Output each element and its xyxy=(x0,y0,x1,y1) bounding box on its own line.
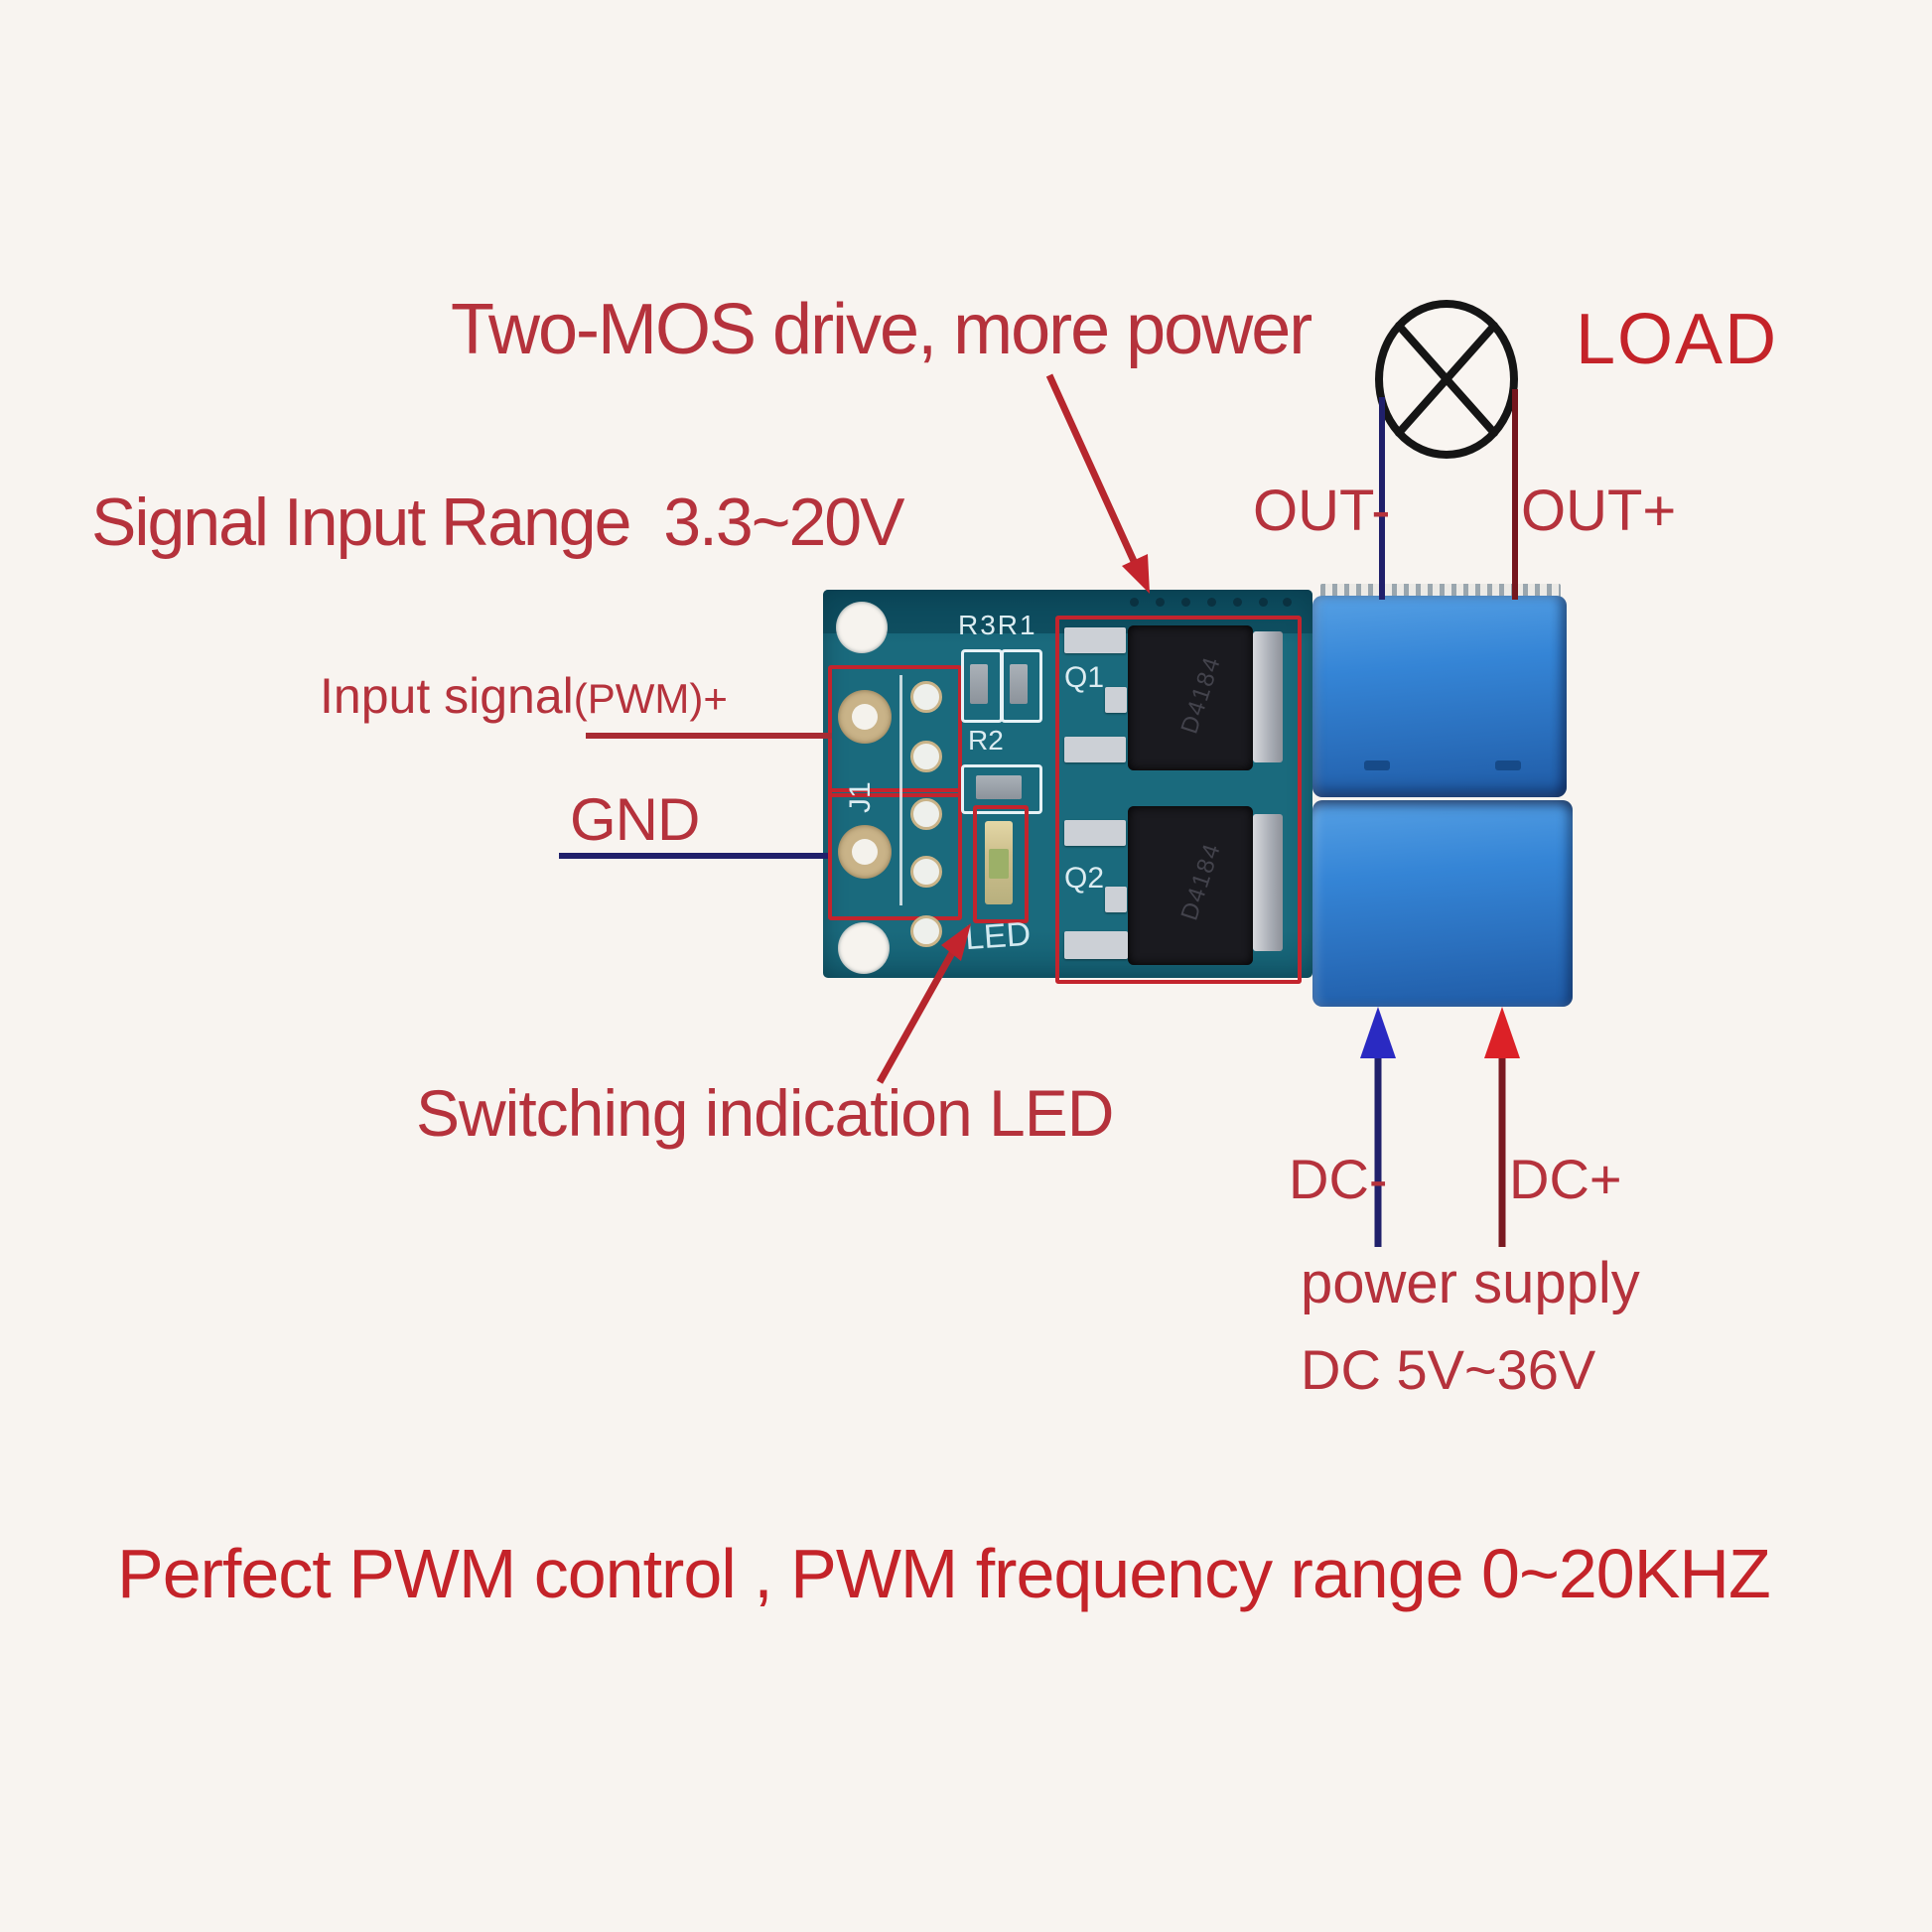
via-dot xyxy=(1181,598,1190,607)
power-supply-label: power supply xyxy=(1301,1251,1640,1315)
gnd-label: GND xyxy=(570,786,700,853)
led-annotation-box xyxy=(973,805,1029,923)
output-terminal-block xyxy=(1312,596,1567,797)
load-label: LOAD xyxy=(1576,300,1779,379)
bottom-note-label: Perfect PWM control , PWM frequency rang… xyxy=(117,1535,1771,1612)
resistor-r2 xyxy=(961,764,1042,814)
mosfet-q2-lead xyxy=(1064,820,1126,846)
out-plus-label: OUT+ xyxy=(1521,479,1677,543)
via-dot xyxy=(1156,598,1165,607)
mosfet-q2: D4184 xyxy=(1128,806,1253,965)
out-minus-label: OUT- xyxy=(1253,479,1391,543)
signal-range-label: Signal Input Range 3.3~20V xyxy=(91,484,904,560)
dc-minus-arrow xyxy=(1360,1007,1396,1247)
mounting-hole-bottom-left xyxy=(838,922,890,974)
via-dot xyxy=(1130,598,1139,607)
header-pad xyxy=(910,915,942,947)
header-pad xyxy=(910,741,942,772)
input-signal-suffix-text: (PWM)+ xyxy=(573,675,728,722)
header-pad xyxy=(910,798,942,830)
lamp-icon xyxy=(1375,300,1518,459)
mosfet-q2-marking: D4184 xyxy=(1175,839,1227,924)
dc-plus-label: DC+ xyxy=(1509,1148,1622,1210)
gnd-annotation-box xyxy=(828,788,962,920)
via-dot xyxy=(1207,598,1216,607)
mosfet-q2-tab xyxy=(1253,814,1283,951)
led-note-label: Switching indication LED xyxy=(416,1076,1114,1150)
via-dot xyxy=(1259,598,1268,607)
pwm-input-pad xyxy=(838,690,892,744)
silkscreen-r3r1: R3R1 xyxy=(958,610,1037,640)
input-signal-text: Input signal xyxy=(320,668,574,724)
mosfet-q1-lead xyxy=(1105,687,1127,713)
power-terminal-block xyxy=(1312,800,1573,1007)
resistor-r3 xyxy=(961,649,1003,723)
arrow-to-mosfets xyxy=(1045,373,1150,594)
mosfet-q2-lead xyxy=(1064,931,1128,959)
silkscreen-r2: R2 xyxy=(968,725,1004,756)
input-pwm-annotation-box xyxy=(828,665,962,797)
top-note-label: Two-MOS drive, more power xyxy=(451,290,1312,369)
dc-minus-label: DC- xyxy=(1289,1148,1388,1210)
gnd-pad xyxy=(838,825,892,879)
header-pad xyxy=(910,681,942,713)
silkscreen-q2: Q2 xyxy=(1064,862,1105,895)
pcb-board: J1 R3R1 R2 LED Q1 Q2 D4184 D4184 xyxy=(823,590,1312,984)
mosfet-q1: D4184 xyxy=(1128,625,1253,770)
mounting-hole-top-left xyxy=(836,602,888,653)
mosfet-annotation-box xyxy=(1055,616,1302,984)
silkscreen-led: LED xyxy=(963,914,1033,958)
resistor-r1 xyxy=(1001,649,1042,723)
input-signal-label: Input signal(PWM)+ xyxy=(320,671,728,721)
via-dot xyxy=(1283,598,1292,607)
led-component xyxy=(985,821,1013,904)
power-range-label: DC 5V~36V xyxy=(1301,1338,1596,1401)
mosfet-q1-lead xyxy=(1064,737,1126,762)
mosfet-q1-tab xyxy=(1253,631,1283,762)
header-pad xyxy=(910,856,942,888)
silkscreen-divider-line xyxy=(899,675,902,905)
mosfet-q1-lead xyxy=(1064,627,1126,653)
silkscreen-j1: J1 xyxy=(844,781,877,813)
mosfet-q1-marking: D4184 xyxy=(1175,652,1227,738)
via-dot xyxy=(1233,598,1242,607)
dc-plus-arrow xyxy=(1484,1007,1520,1247)
mosfet-q2-lead xyxy=(1105,887,1127,912)
silkscreen-q1: Q1 xyxy=(1064,661,1105,694)
